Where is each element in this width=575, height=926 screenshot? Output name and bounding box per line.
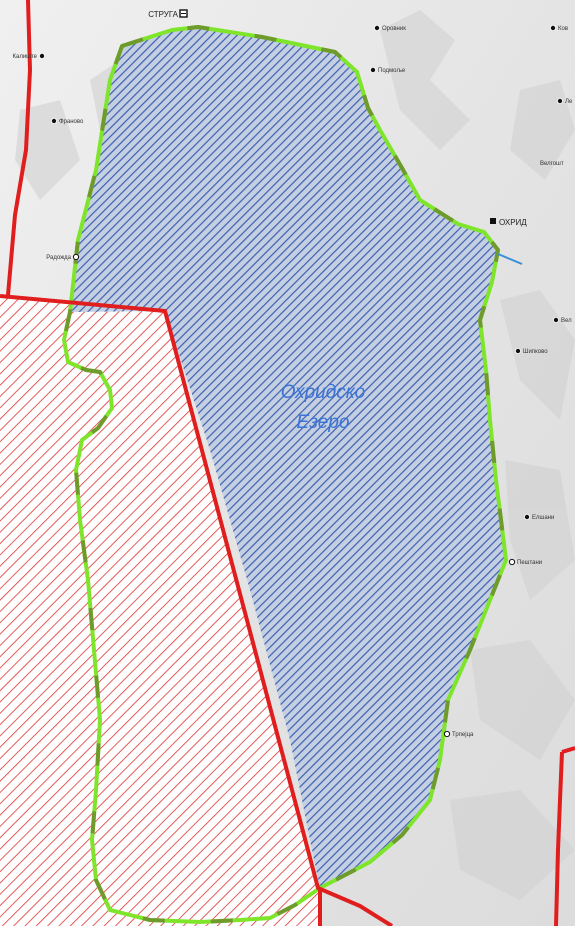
city-label: ОХРИД	[499, 218, 527, 227]
town-label: Подмоље	[378, 68, 406, 74]
town-podmolje: Подмоље	[369, 67, 406, 74]
lake-area	[72, 27, 506, 888]
town-frangovo: Франово	[51, 118, 84, 125]
town-label: Ле	[565, 99, 573, 105]
town-marker-icon	[72, 253, 80, 261]
town-peshtani: Пештани	[508, 558, 542, 566]
town-marker-icon	[443, 730, 451, 738]
lake-name-line2: Езеро	[297, 412, 350, 433]
town-trpejca: Трпејца	[443, 730, 474, 738]
town-velgosht: Велгошт	[540, 161, 564, 167]
town-marker-icon	[515, 347, 522, 354]
town-label: Калиште	[12, 54, 37, 60]
town-shipkovo: Шипково	[515, 347, 548, 355]
town-marker-icon	[557, 98, 564, 105]
town-label: Велгошт	[540, 161, 564, 167]
town-label: Франово	[59, 119, 84, 125]
town-label: Радожда	[46, 255, 71, 261]
river	[497, 253, 523, 265]
town-label: Пештани	[517, 560, 542, 566]
city-ohrid: ОХРИД	[490, 218, 527, 227]
town-kov: Ков	[550, 24, 568, 32]
town-marker-icon	[51, 118, 58, 125]
town-label: Шипково	[523, 349, 548, 355]
town-marker-icon	[508, 558, 516, 566]
town-radozhda: Радожда	[46, 253, 80, 261]
terrain-relief	[15, 10, 575, 900]
town-marker-icon	[39, 53, 46, 60]
town-label: Ков	[558, 26, 568, 32]
town-kalishte: Калиште	[12, 53, 46, 60]
town-vel: Вел	[553, 316, 572, 324]
town-marker-icon	[373, 24, 380, 31]
lake-outline	[62, 25, 508, 924]
town-label: Елшани	[532, 515, 554, 521]
town-oravnik: Оровник	[373, 24, 406, 32]
town-marker-icon	[369, 67, 376, 74]
town-label: Вел	[561, 318, 572, 324]
city-label: СТРУГА	[148, 10, 178, 19]
city-marker-icon	[490, 218, 496, 224]
lake-name-line1: Охридско	[281, 382, 366, 403]
town-marker-icon	[524, 514, 531, 521]
town-label: Трпејца	[452, 732, 474, 738]
town-marker-icon	[550, 24, 557, 31]
town-elshani: Елшани	[524, 514, 554, 521]
town-label: Оровник	[382, 26, 406, 32]
city-struga: СТРУГА	[148, 9, 188, 19]
town-marker-icon	[553, 316, 560, 323]
town-le: Ле	[557, 98, 573, 105]
